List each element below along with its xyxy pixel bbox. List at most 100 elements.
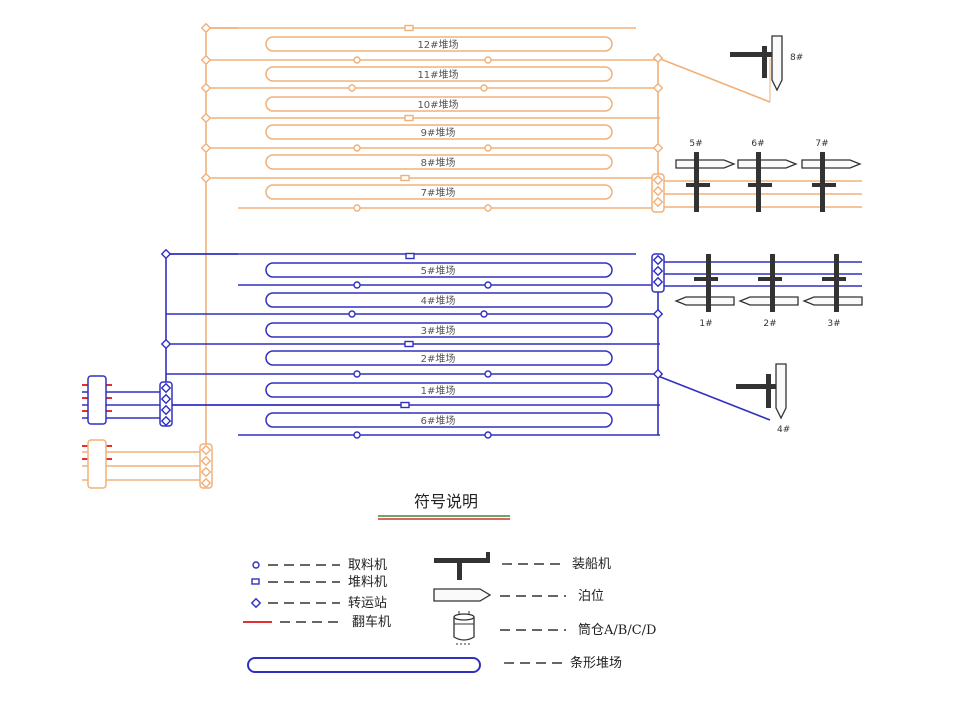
legend-transfer-station-icon [250,597,262,609]
shiploader-stem [820,152,825,212]
berth-icon [738,296,799,306]
transfer-station-icon [200,477,212,489]
stacker-icon [400,174,410,182]
shiploaders-and-berths: 5#6#7#1#2#3#8#4# [674,35,863,435]
yard-label: 11#堆场 [417,68,458,81]
transfer-station-icon [652,52,664,64]
conveyor-line [657,375,771,421]
reclaimer-icon [348,310,356,318]
transfer-station-icon [160,415,172,427]
strip-yard [265,124,613,140]
shiploader-stem [834,254,839,312]
transfer-station-icon [652,185,664,197]
legend-stacker-icon [251,578,260,585]
legend-shiploader-label: 装船机 [572,557,611,572]
legend-stacker-label: 堆料机 [348,575,387,590]
strip-yard [265,292,613,308]
strip-yard [265,322,613,338]
shiploader-icon [736,384,778,389]
conveyor-lines [82,27,862,484]
shiploader-icon [822,277,846,281]
berth-icon [771,35,783,92]
berth-number-label: 6# [751,139,764,149]
yard-label: 4#堆场 [421,294,456,307]
reclaimer-icon [353,204,361,212]
yard-label: 10#堆场 [417,98,458,111]
strip-yard [265,66,613,82]
legend: 符号说明 取料机 堆料机 转运站 翻车机 条形堆场 装船机 [243,492,656,673]
legend-berth-label: 泊位 [578,589,604,604]
transfer-station-icon [652,265,664,277]
reclaimer-icon [484,281,492,289]
yard-label: 3#堆场 [421,324,456,337]
stacker-icon [404,340,414,348]
legend-silo-label: 筒仓A/B/C/D [578,622,656,638]
transfer-station-icon [200,444,212,456]
shiploader-stem [770,254,775,312]
reclaimer-icon [353,56,361,64]
strip-yard [265,412,613,428]
strip-yard [265,96,613,112]
berth-icon [775,363,787,420]
berth-number-label: 8# [790,53,803,63]
shiploader-stem [706,254,711,312]
reclaimer-icon [484,56,492,64]
transfer-station-icon [200,22,212,34]
shiploader-icon [812,183,836,187]
strip-yard [265,350,613,366]
yard-label: 12#堆场 [417,38,458,51]
transfer-station-icon [200,82,212,94]
shiploader-stem [694,152,699,212]
transfer-station-icon [652,308,664,320]
stacker-icon [400,401,410,409]
shiploader-icon [758,277,782,281]
reclaimer-icon [353,370,361,378]
berth-icon [675,159,736,169]
transfer-station-icon [652,82,664,94]
transfer-station-icon [160,248,172,260]
yard-label: 6#堆场 [421,414,456,427]
stacker-icon [404,114,414,122]
transfer-station-icon [160,338,172,350]
transfer-station-icon [200,466,212,478]
yard-label: 7#堆场 [421,186,456,199]
berth-number-label: 3# [827,319,840,329]
yard-label: 1#堆场 [421,384,456,397]
berth-icon [801,159,862,169]
car-dumper-block [87,375,107,425]
reclaimer-icon [353,431,361,439]
reclaimer-icon [484,370,492,378]
transfer-station-icon [200,112,212,124]
berth-number-label: 7# [815,139,828,149]
legend-reclaimer-icon [252,561,260,569]
reclaimer-icon [353,144,361,152]
yard-label: 9#堆场 [421,126,456,139]
legend-silo-icon [453,611,475,645]
berth-number-label: 5# [689,139,702,149]
shiploader-icon [730,52,772,57]
berth-number-label: 2# [763,319,776,329]
transfer-station-icon [200,142,212,154]
strip-yard [265,184,613,200]
legend-strip-yard-icon [247,657,481,673]
transfer-station-icon [200,172,212,184]
legend-shiploader-icon [434,552,490,580]
transfer-station-icon [652,142,664,154]
strip-yards: 12#堆场 11#堆场 10#堆场 9#堆场 8#堆场 7#堆场 5#堆场 4#堆场 3#堆场 2… [265,36,613,428]
legend-strip-yard-label: 条形堆场 [570,655,622,671]
yard-label: 5#堆场 [421,264,456,277]
transfer-station-icon [652,276,664,288]
yard-label: 2#堆场 [421,352,456,365]
reclaimer-icon [480,310,488,318]
transfer-station-icon [652,174,664,186]
shiploader-icon [686,183,710,187]
shiploader-stem [762,46,767,78]
transfer-station-icon [200,54,212,66]
strip-yard [265,262,613,278]
transfer-station-icon [160,382,172,394]
legend-reclaimer-label: 取料机 [348,558,387,573]
transfer-station-icon [652,254,664,266]
yard-label: 8#堆场 [421,156,456,169]
transfer-station-icon [160,404,172,416]
